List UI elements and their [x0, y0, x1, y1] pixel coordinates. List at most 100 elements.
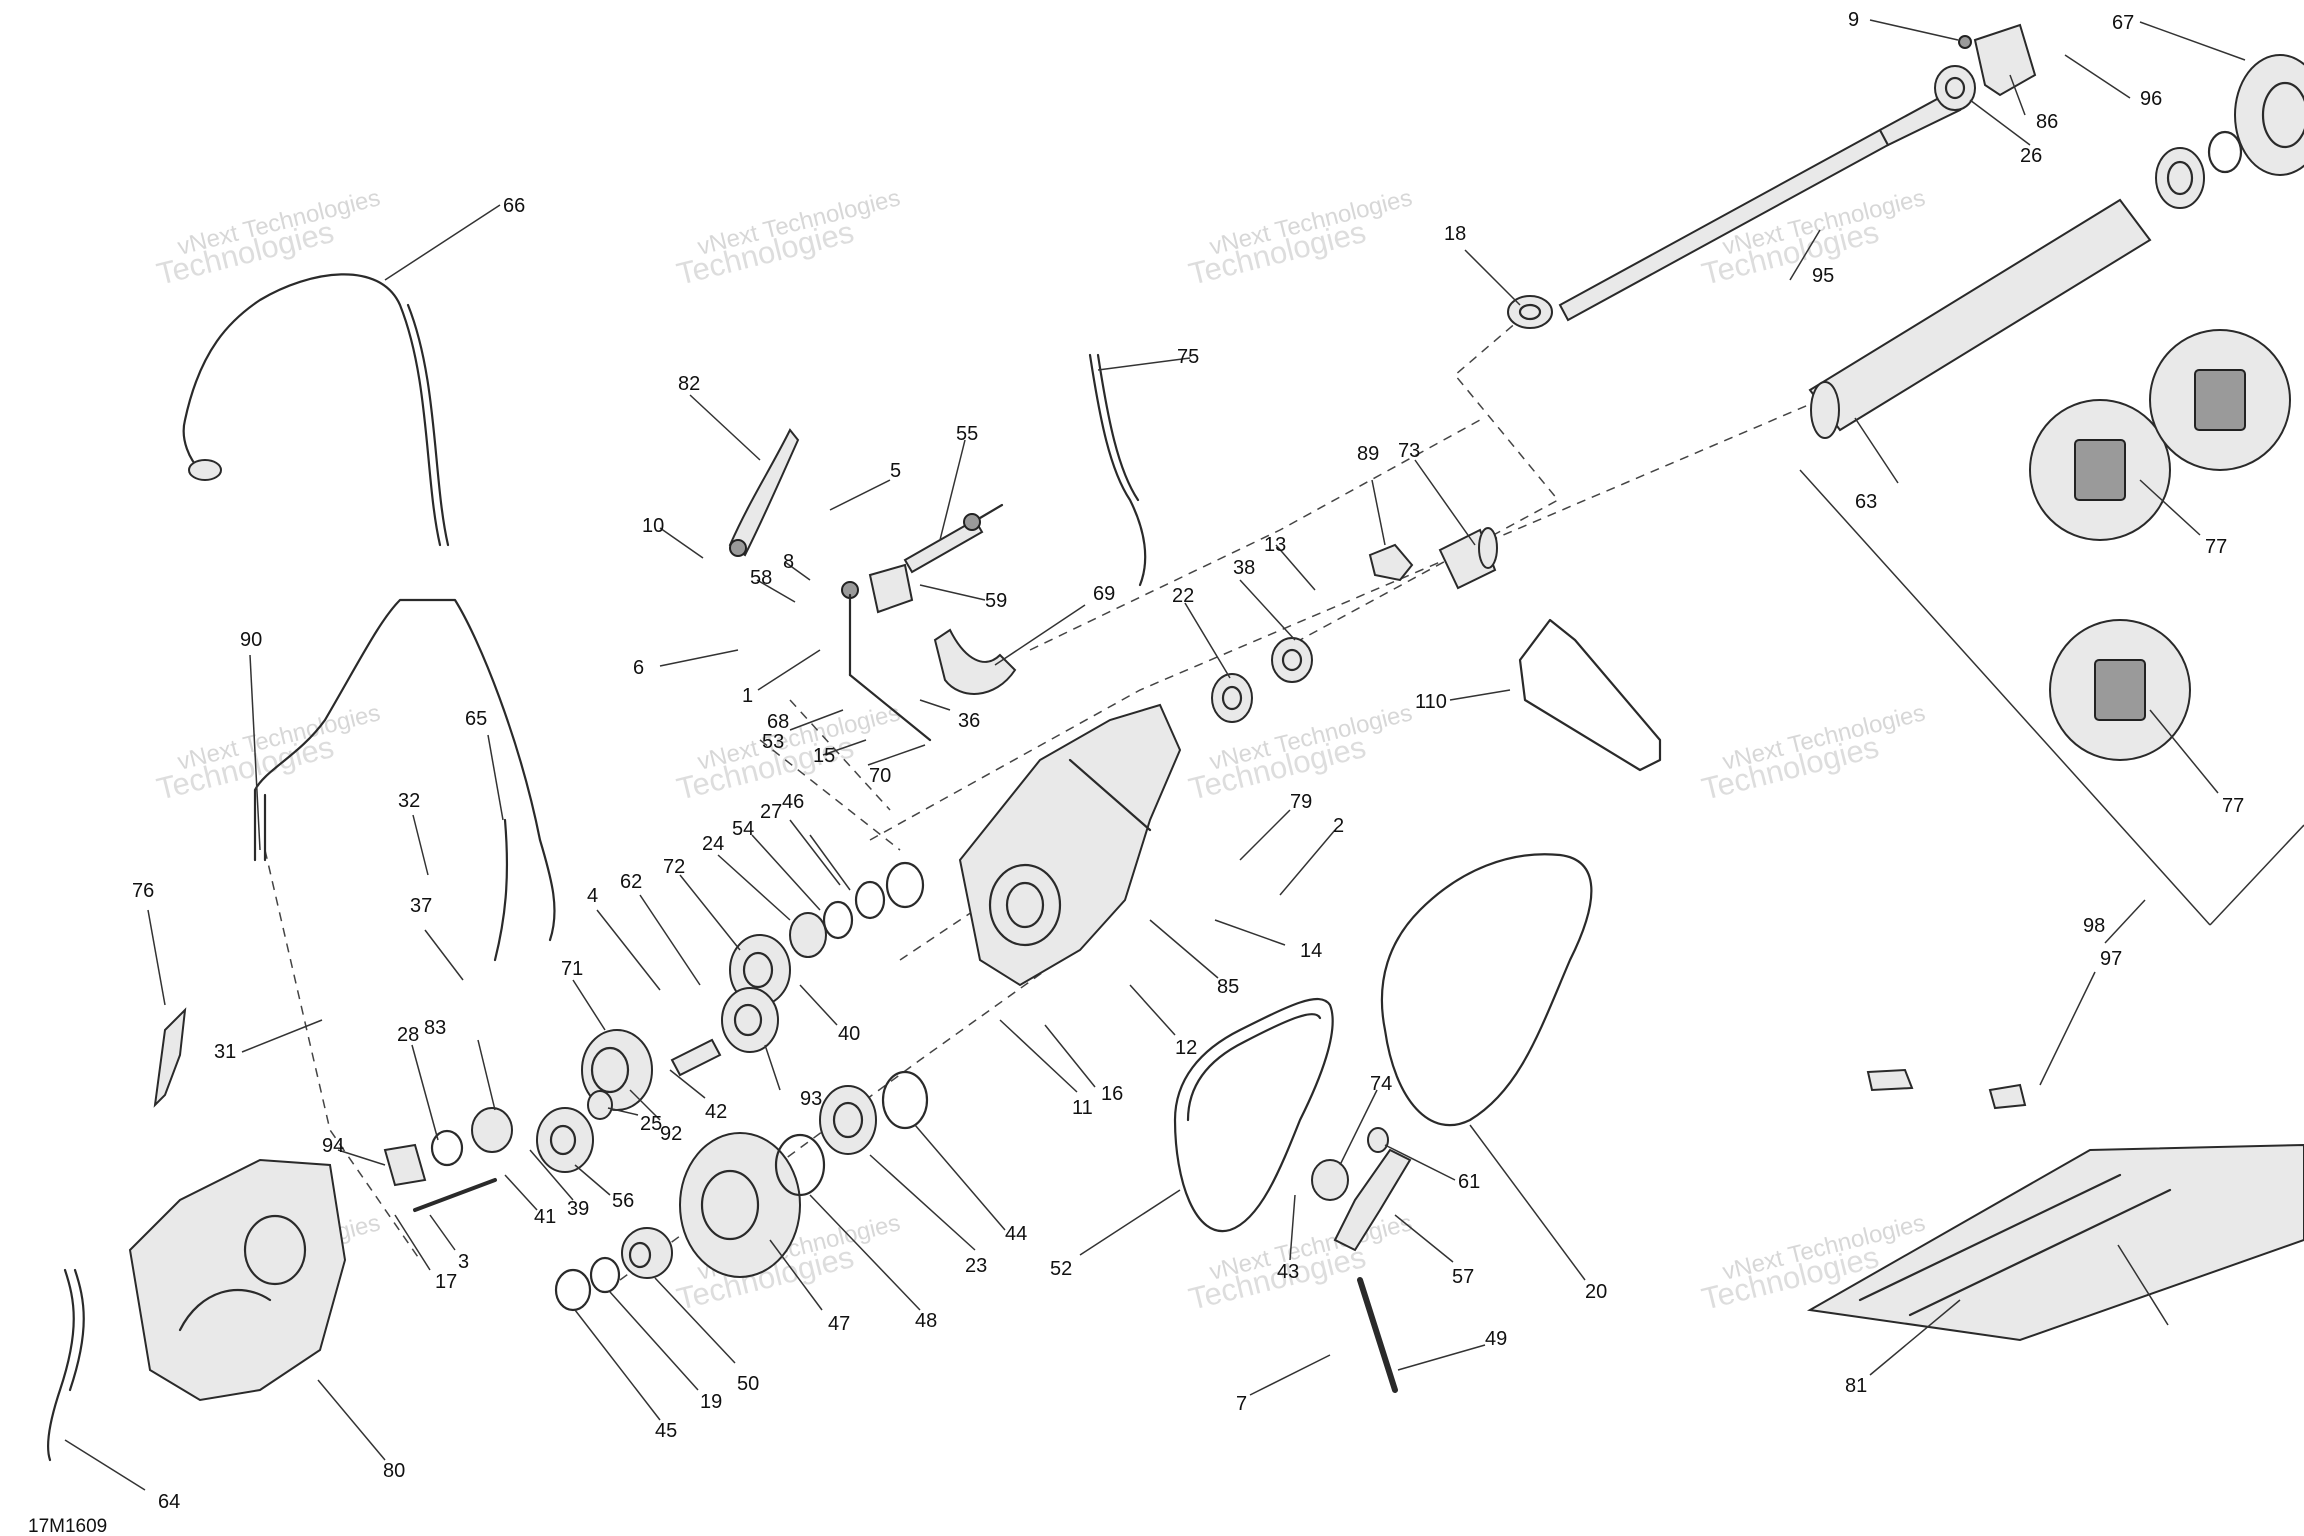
part-seal-ring	[2155, 130, 2243, 209]
diagram-code: 17M1609	[28, 1516, 107, 1536]
callout-80: 80	[383, 1460, 405, 1482]
callout-96: 96	[2140, 88, 2162, 110]
callout-61: 61	[1458, 1171, 1480, 1193]
callout-69: 69	[1093, 583, 1115, 605]
callout-58: 58	[750, 567, 772, 589]
part-71-gear	[581, 1029, 653, 1111]
part-38-bearing	[1271, 637, 1313, 683]
callout-90: 90	[240, 629, 262, 651]
callout-73: 73	[1398, 440, 1420, 462]
part-18-bearing	[1507, 295, 1553, 329]
callout-54: 54	[732, 818, 754, 840]
part-95-shaft	[1558, 90, 1962, 322]
part-77-sprocket-b	[2149, 329, 2291, 471]
callout-45: 45	[655, 1420, 677, 1442]
part-77-sprocket-a	[2029, 399, 2171, 541]
part-110-plate	[1518, 618, 1662, 772]
part-81-grille	[1806, 1143, 2304, 1342]
part-57-arm	[1333, 1148, 1412, 1252]
callout-83: 83	[424, 1017, 446, 1039]
callout-40: 40	[838, 1023, 860, 1045]
callout-47: 47	[828, 1313, 850, 1335]
part-74	[1311, 1159, 1349, 1201]
part-23-bearing	[819, 1085, 877, 1155]
callout-95: 95	[1812, 265, 1834, 287]
part-26-bearing	[1934, 65, 1976, 111]
axis-bolt	[759, 739, 901, 851]
callout-26: 26	[2020, 145, 2042, 167]
part-42-sleeve	[670, 1038, 722, 1077]
callout-98: 98	[2083, 915, 2105, 937]
callout-89: 89	[1357, 443, 1379, 465]
part-housing-main	[958, 703, 1182, 987]
callout-36: 36	[958, 710, 980, 732]
callout-65: 65	[465, 708, 487, 730]
part-9-nut	[1958, 35, 1972, 49]
callout-72: 72	[663, 856, 685, 878]
part-82-lever	[728, 428, 800, 557]
callout-74: 74	[1370, 1073, 1392, 1095]
part-83-spring	[471, 1107, 513, 1153]
callout-82: 82	[678, 373, 700, 395]
part-94-part	[383, 1143, 427, 1187]
axis-shaft-95	[1299, 314, 1560, 641]
callout-16: 16	[1101, 1083, 1123, 1105]
part-28-ring	[430, 1129, 464, 1167]
callout-22: 22	[1172, 585, 1194, 607]
part-61	[1367, 1127, 1389, 1153]
callout-64: 64	[158, 1491, 180, 1513]
axis-left	[264, 849, 421, 1261]
callout-94: 94	[322, 1135, 344, 1157]
callout-86: 86	[2036, 111, 2058, 133]
part-97-bracket	[1988, 1083, 2027, 1110]
callout-81: 81	[1845, 1375, 1867, 1397]
callout-97: 97	[2100, 948, 2122, 970]
callout-55: 55	[956, 423, 978, 445]
callout-38: 38	[1233, 557, 1255, 579]
part-25-bushing	[587, 1090, 613, 1120]
part-44-ring	[881, 1070, 929, 1130]
callout-42: 42	[705, 1101, 727, 1123]
callout-24: 24	[702, 833, 724, 855]
part-86-plate	[1973, 23, 2037, 97]
callout-93: 93	[800, 1088, 822, 1110]
callout-56: 56	[612, 1190, 634, 1212]
callout-110: 110	[1415, 691, 1447, 713]
part-48-ring	[774, 1133, 826, 1197]
part-49-pin	[1357, 1277, 1398, 1393]
callout-76: 76	[132, 880, 154, 902]
callout-3: 3	[458, 1251, 469, 1273]
callout-13: 13	[1264, 534, 1286, 556]
callout-50: 50	[737, 1373, 759, 1395]
part-77-sprocket-c	[2049, 619, 2191, 761]
callout-1: 1	[742, 685, 753, 707]
callout-44: 44	[1005, 1223, 1027, 1245]
callout-66: 66	[503, 195, 525, 217]
watermark-layer: vNext Technologies Technologies vNext Te…	[153, 184, 1928, 1316]
part-24-rings	[789, 861, 925, 958]
callout-32: 32	[398, 790, 420, 812]
part-66-sensor-wire	[182, 273, 450, 547]
callout-43: 43	[1277, 1261, 1299, 1283]
callout-31: 31	[214, 1041, 236, 1063]
part-55-spring	[903, 503, 1004, 574]
callout-62: 62	[620, 871, 642, 893]
callout-9: 9	[1848, 9, 1859, 31]
part-65-wire	[493, 818, 509, 962]
part-67-wheel	[2234, 54, 2304, 176]
callout-46: 46	[782, 791, 804, 813]
callout-48: 48	[915, 1310, 937, 1332]
part-68-rod	[848, 593, 932, 742]
part-45-ring	[554, 1268, 592, 1312]
callout-68: 68	[767, 711, 789, 733]
callout-57: 57	[1452, 1266, 1474, 1288]
callout-23: 23	[965, 1255, 987, 1277]
axis-fork	[789, 699, 891, 811]
callout-79: 79	[1290, 791, 1312, 813]
part-56-gear	[536, 1107, 594, 1173]
callout-19: 19	[700, 1391, 722, 1413]
axis-lower	[619, 959, 1061, 1281]
callout-28: 28	[397, 1024, 419, 1046]
part-63-main-shaft	[1808, 198, 2152, 439]
